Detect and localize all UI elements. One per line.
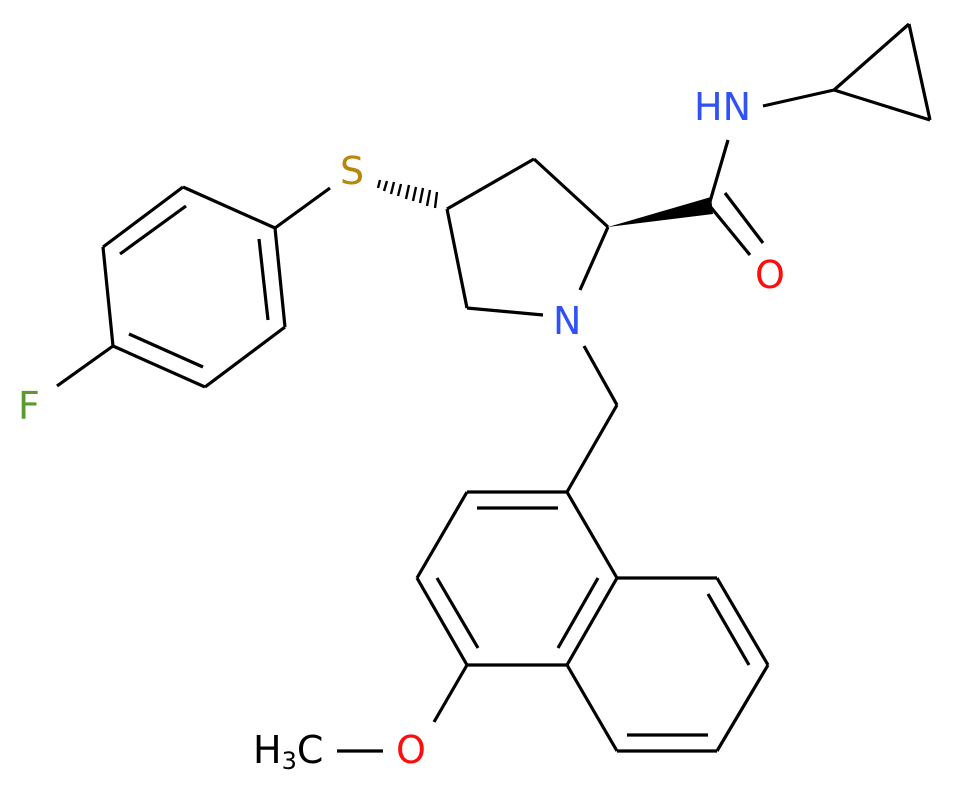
bond-double-inner [435, 577, 480, 649]
pyrrolidine-ring [445, 157, 610, 317]
c-n-amide-bond [707, 139, 730, 206]
fluorophenyl-ring [101, 185, 287, 389]
bond [445, 208, 469, 309]
hashed-wedge-bond [376, 179, 439, 209]
bond [466, 306, 544, 317]
bond [565, 491, 619, 579]
bond [833, 88, 931, 122]
bond [101, 246, 115, 347]
methyl-h: H [253, 728, 282, 772]
ether-oxygen-label: O [396, 728, 426, 772]
bond-double-inner [119, 204, 187, 256]
c-s-bond [274, 186, 331, 230]
bond [565, 664, 619, 752]
bond [112, 344, 206, 389]
bond [204, 325, 286, 389]
n-cyclopropyl-bond [762, 88, 835, 108]
methyl-subscript: 3 [282, 747, 297, 775]
bond [102, 185, 184, 249]
bond [715, 577, 770, 666]
bond-double-inner [257, 238, 270, 321]
naphthalene-ring-b [565, 576, 770, 753]
bond [182, 185, 276, 230]
amide-nh-label: HN [694, 85, 751, 129]
methyl-label: H3C [253, 728, 323, 775]
bond [415, 577, 469, 666]
bond [715, 664, 770, 752]
ring-nitrogen-label: N [553, 299, 581, 343]
bond [446, 157, 535, 211]
bond [578, 226, 610, 291]
bond-double-inner [128, 332, 204, 369]
solid-wedge-bond [608, 197, 713, 227]
cyclopropyl-ring [832, 22, 932, 122]
carbonyl-oxygen-label: O [755, 253, 785, 297]
c-o-double-bond-inner [723, 192, 765, 244]
bond-double-inner [706, 593, 751, 666]
c-f-bond [56, 344, 114, 388]
c-o-double-bond [707, 203, 752, 257]
naphthalene-ring-a [415, 490, 619, 667]
fluorine-label: F [18, 384, 40, 428]
n-ch2-bond [582, 345, 619, 406]
sulfur-label: S [340, 149, 364, 193]
bond [273, 227, 287, 328]
ch2-naphthyl-bond [565, 404, 619, 493]
methyl-c: C [297, 728, 324, 772]
bond [415, 491, 469, 579]
bond-double-inner [556, 577, 600, 649]
bond [832, 22, 911, 92]
c-o-ether-bond [432, 664, 469, 723]
bond [532, 157, 610, 229]
bond [907, 23, 932, 121]
bond [565, 577, 619, 666]
